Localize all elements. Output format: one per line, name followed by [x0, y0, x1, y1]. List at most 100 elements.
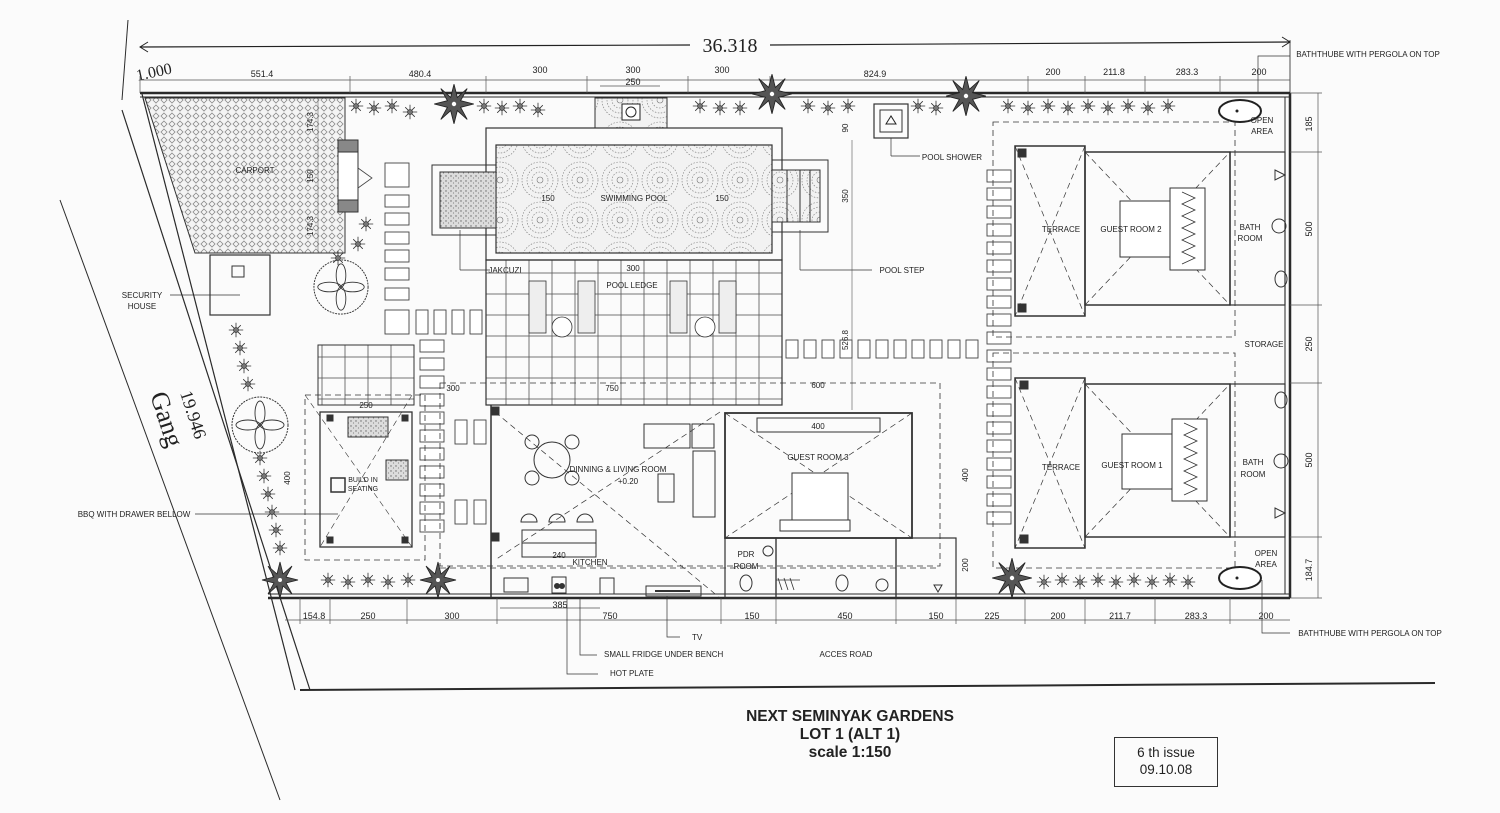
swimming-pool-label: SWIMMING POOL — [600, 194, 668, 203]
carport-label: CARPORT — [236, 166, 275, 175]
svg-text:150: 150 — [306, 169, 315, 183]
svg-text:200: 200 — [961, 558, 970, 572]
kitchen-label: KITCHEN — [572, 558, 607, 567]
svg-text:283.3: 283.3 — [1185, 611, 1208, 621]
access-road-label: ACCES ROAD — [820, 650, 873, 659]
svg-text:HOUSE: HOUSE — [128, 302, 156, 311]
bbq-callout: BBQ WITH DRAWER BELLOW — [78, 510, 191, 519]
svg-text:150: 150 — [715, 194, 729, 203]
scale-label: scale 1:150 — [808, 744, 892, 761]
dining-living-kitchen — [439, 382, 941, 599]
bbq-area — [195, 344, 426, 561]
bathtub-top-callout: BATHTHUBE WITH PERGOLA ON TOP — [1296, 50, 1440, 59]
pool-step-label: POOL STEP — [879, 266, 924, 275]
svg-text:200: 200 — [1258, 611, 1273, 621]
bathtub-top: OPEN AREA BATHTHUBE WITH PERGOLA ON TOP — [1218, 50, 1440, 136]
guest-room-3-label: GUEST ROOM 3 — [787, 453, 849, 462]
svg-text:283.3: 283.3 — [1176, 67, 1199, 77]
hot-plate-callout: HOT PLATE — [610, 669, 654, 678]
issue-number: 6 th issue — [1137, 745, 1195, 760]
overall-width-label: 36.318 — [703, 35, 758, 57]
svg-text:250: 250 — [359, 401, 373, 410]
svg-text:300: 300 — [625, 65, 640, 75]
svg-text:400: 400 — [283, 471, 292, 485]
top-dimension-labels: 551.4 480.4 300 300 300 250 824.9 200 21… — [251, 65, 1267, 87]
svg-text:400: 400 — [961, 468, 970, 482]
svg-text:200: 200 — [1050, 611, 1065, 621]
guest-room-1-wing — [992, 352, 1289, 569]
svg-text:AREA: AREA — [1251, 127, 1273, 136]
tv-callout: TV — [692, 633, 703, 642]
right-dimension-chain — [1290, 92, 1322, 599]
svg-text:184.7: 184.7 — [1304, 559, 1314, 582]
svg-text:300: 300 — [446, 384, 460, 393]
bottom-dimension-labels: 154.8 250 300 385 750 150 450 150 225 20… — [303, 600, 1274, 621]
top-dimension-chain — [139, 76, 1290, 93]
svg-text:211.7: 211.7 — [1109, 611, 1131, 621]
svg-text:225: 225 — [984, 611, 999, 621]
svg-text:450: 450 — [837, 611, 852, 621]
svg-text:500: 500 — [1304, 452, 1314, 467]
svg-text:250: 250 — [360, 611, 375, 621]
overall-dimension: 36.318 1.000 — [135, 35, 1291, 93]
guest-room-2-wing — [992, 121, 1288, 338]
guest-room-3 — [724, 412, 957, 599]
svg-text:OPEN: OPEN — [1255, 549, 1278, 558]
svg-text:200: 200 — [1045, 67, 1060, 77]
setback-label: 1.000 — [135, 61, 174, 85]
svg-text:300: 300 — [714, 65, 729, 75]
svg-text:400: 400 — [811, 422, 825, 431]
bathtub-bottom: OPEN AREA BATHTHUBE WITH PERGOLA ON TOP — [1218, 549, 1442, 638]
svg-text:185: 185 — [1304, 116, 1314, 131]
svg-text:ROOM: ROOM — [1241, 470, 1266, 479]
fridge-callout: SMALL FRIDGE UNDER BENCH — [604, 650, 724, 659]
issue-box: 6 th issue 09.10.08 — [1114, 737, 1218, 787]
carport: CARPORT 174.3 150 174.3 — [144, 97, 373, 254]
issue-date: 09.10.08 — [1139, 762, 1193, 777]
terrace-1-label: TERRACE — [1042, 463, 1080, 472]
svg-text:350: 350 — [841, 189, 850, 203]
swimming-pool-area: SWIMMING POOL 150 150 JAKCUZI POOL LEDGE… — [431, 97, 925, 410]
svg-text:500: 500 — [1304, 221, 1314, 236]
storage-label: STORAGE — [1245, 340, 1284, 349]
svg-text:PDR: PDR — [738, 550, 755, 559]
svg-text:174.3: 174.3 — [306, 111, 315, 132]
svg-text:150: 150 — [928, 611, 943, 621]
kitchen-callouts — [566, 596, 680, 675]
svg-text:385: 385 — [552, 600, 567, 610]
svg-text:480.4: 480.4 — [409, 69, 432, 79]
svg-text:150: 150 — [744, 611, 759, 621]
svg-text:SECURITY: SECURITY — [122, 291, 163, 300]
svg-text:150: 150 — [541, 194, 555, 203]
svg-text:90: 90 — [841, 123, 850, 132]
title-block: NEXT SEMINYAK GARDENS LOT 1 (ALT 1) scal… — [720, 708, 980, 762]
svg-text:BATH: BATH — [1243, 458, 1264, 467]
bottom-dimension-chain — [285, 598, 1290, 624]
security-house: SECURITY HOUSE — [122, 254, 271, 316]
svg-text:250: 250 — [1304, 336, 1314, 351]
pool-shower: POOL SHOWER — [873, 103, 982, 162]
pool-shower-label: POOL SHOWER — [922, 153, 982, 162]
svg-text:200: 200 — [1251, 67, 1266, 77]
svg-text:300: 300 — [532, 65, 547, 75]
right-dimension-labels: 185 500 250 500 184.7 — [1304, 116, 1314, 581]
dining-living-label: DINNING & LIVING ROOM — [570, 465, 667, 474]
svg-text:300: 300 — [626, 264, 640, 273]
pool-ledge-label: POOL LEDGE — [606, 281, 657, 290]
svg-text:+0.20: +0.20 — [618, 477, 639, 486]
svg-text:551.4: 551.4 — [251, 69, 274, 79]
svg-text:ROOM: ROOM — [734, 562, 759, 571]
svg-text:SEATING: SEATING — [348, 486, 378, 493]
svg-text:BUILD IN: BUILD IN — [348, 477, 378, 484]
svg-text:ROOM: ROOM — [1238, 234, 1263, 243]
svg-text:174.3: 174.3 — [306, 215, 315, 236]
svg-text:250: 250 — [625, 77, 640, 87]
svg-text:750: 750 — [602, 611, 617, 621]
guest-room-2-label: GUEST ROOM 2 — [1100, 225, 1162, 234]
terrace-2-label: TERRACE — [1042, 225, 1080, 234]
svg-text:600: 600 — [811, 381, 825, 390]
svg-text:BATH: BATH — [1240, 223, 1261, 232]
svg-text:824.9: 824.9 — [864, 69, 887, 79]
svg-text:526.8: 526.8 — [841, 329, 850, 350]
